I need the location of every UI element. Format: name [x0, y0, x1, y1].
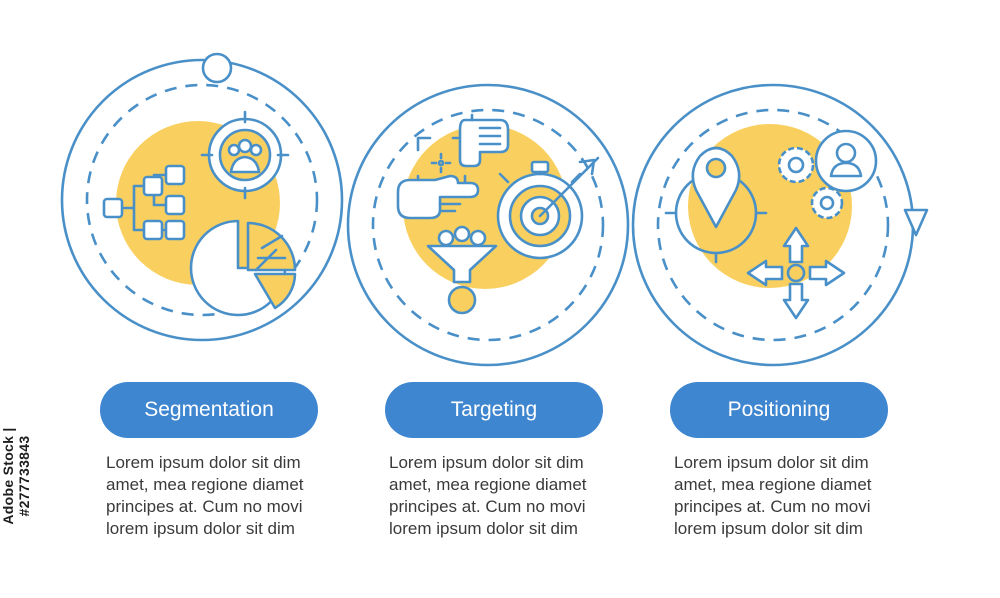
description-line: Lorem ipsum dolor sit dim	[674, 453, 869, 472]
description-line: amet, mea regione diamet	[674, 475, 872, 494]
targeting-step	[346, 83, 630, 367]
description-line: Lorem ipsum dolor sit dim	[389, 453, 584, 472]
positioning-description: Lorem ipsum dolor sit dim amet, mea regi…	[674, 452, 904, 540]
targeting-label: Targeting	[450, 398, 538, 421]
orbit-node	[201, 52, 233, 84]
segmentation-description: Lorem ipsum dolor sit dim amet, mea regi…	[106, 452, 336, 540]
target-users-icon	[200, 110, 290, 200]
description-line: Lorem ipsum dolor sit dim	[106, 453, 301, 472]
description-line: principes at. Cum no movi	[674, 497, 871, 516]
pointing-hands-icon	[396, 113, 510, 220]
description-line: principes at. Cum no movi	[106, 497, 303, 516]
segmentation-label-pill: Segmentation	[100, 382, 318, 438]
move-arrows-icon	[746, 226, 846, 320]
hierarchy-chart-icon	[102, 164, 186, 241]
segmentation-dashed-ring	[85, 83, 319, 317]
description-line: lorem ipsum dolor sit dim	[106, 519, 295, 538]
funnel-icon	[426, 225, 498, 315]
location-pin-icon	[664, 146, 768, 264]
positioning-step	[631, 83, 929, 367]
positioning-label: Positioning	[727, 398, 831, 421]
segmentation-step	[60, 52, 344, 342]
description-line: amet, mea regione diamet	[389, 475, 587, 494]
positioning-dashed-ring	[656, 108, 890, 342]
positioning-label-pill: Positioning	[670, 382, 888, 438]
description-line: principes at. Cum no movi	[389, 497, 586, 516]
targeting-label-pill: Targeting	[385, 382, 603, 438]
pie-chart-icon	[189, 219, 297, 317]
gears-icon	[777, 146, 844, 220]
flow-arrow-icon	[903, 208, 929, 237]
segmentation-outer-ring	[60, 58, 344, 342]
user-avatar-icon	[814, 129, 878, 193]
targeting-description: Lorem ipsum dolor sit dim amet, mea regi…	[389, 452, 619, 540]
segmentation-label: Segmentation	[144, 398, 274, 421]
targeting-dashed-ring	[371, 108, 605, 342]
targeting-outer-ring	[346, 83, 630, 367]
stock-watermark-text: Adobe Stock | #277733843	[0, 427, 32, 525]
description-line: lorem ipsum dolor sit dim	[674, 519, 863, 538]
description-line: lorem ipsum dolor sit dim	[389, 519, 578, 538]
stopwatch-target-icon	[496, 156, 600, 260]
description-line: amet, mea regione diamet	[106, 475, 304, 494]
